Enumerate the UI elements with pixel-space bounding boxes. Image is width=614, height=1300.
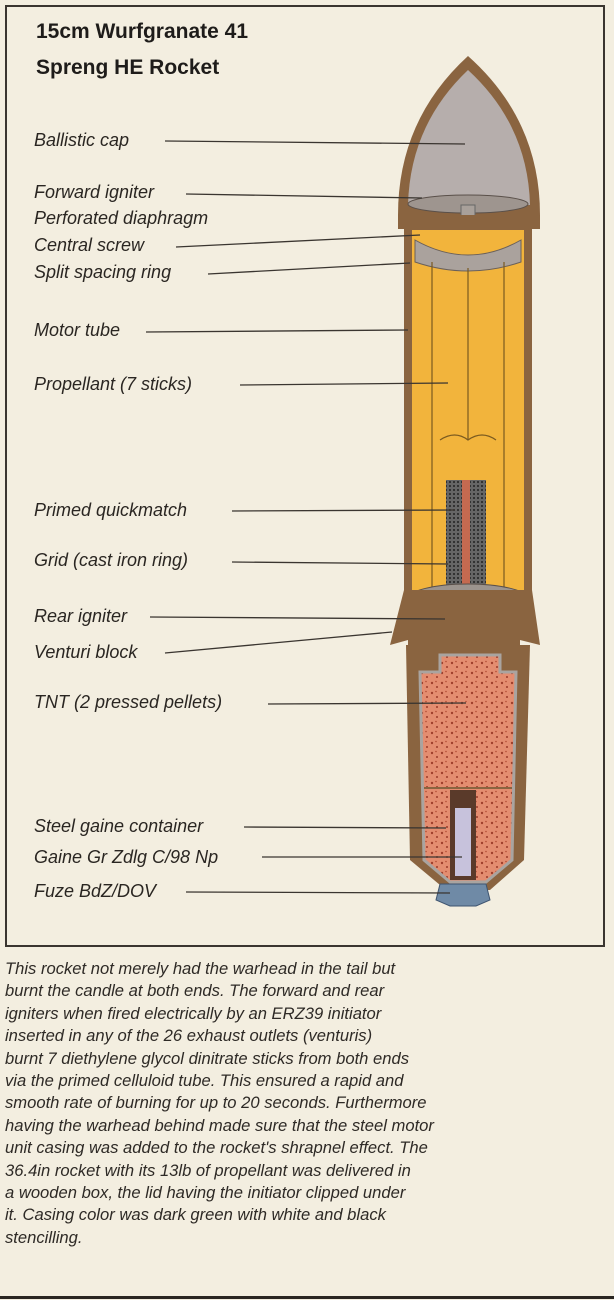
gaine: [455, 808, 471, 876]
leader-tnt: [267, 702, 467, 705]
label-steel-gaine-container: Steel gaine container: [34, 816, 204, 836]
leader-primed-quickmatch: [231, 509, 456, 512]
caption-line: burnt 7 diethylene glycol dinitrate stic…: [5, 1048, 409, 1068]
label-fuze: Fuze BdZ/DOV: [34, 881, 157, 901]
leader-rear-igniter: [149, 616, 446, 620]
diagram-title-line-2: Spreng HE Rocket: [36, 56, 220, 79]
label-primed-quickmatch: Primed quickmatch: [34, 500, 188, 520]
label-tnt: TNT (2 pressed pellets): [34, 692, 223, 712]
caption-line: it. Casing color was dark green with whi…: [5, 1205, 386, 1225]
leader-steel-gaine-container: [243, 826, 447, 829]
bottom-rule: [0, 1296, 614, 1299]
caption-line: stencilling.: [5, 1227, 83, 1247]
venturi-block: [390, 590, 540, 650]
caption-line: having the warhead behind made sure that…: [5, 1115, 434, 1135]
label-venturi-block: Venturi block: [34, 642, 138, 662]
label-propellant: Propellant (7 sticks): [34, 374, 193, 394]
fuze: [435, 883, 491, 907]
label-split-spacing-ring: Split spacing ring: [34, 262, 172, 282]
caption-line: 36.4in rocket with its 13lb of propellan…: [5, 1160, 411, 1180]
label-grid: Grid (cast iron ring): [34, 550, 189, 570]
caption-line: via the primed celluloid tube. This ensu…: [5, 1071, 404, 1091]
leader-central-screw: [175, 234, 421, 248]
tnt-charge: [418, 653, 518, 884]
leader-propellant: [239, 382, 449, 386]
diagram-frame: [5, 5, 605, 947]
leader-forward-igniter: [185, 193, 423, 199]
leader-venturi-block: [164, 631, 393, 654]
caption-line: igniters when fired electrically by an E…: [5, 1003, 382, 1023]
caption-line: a wooden box, the lid having the initiat…: [5, 1183, 406, 1203]
split-spacing-ring: [414, 239, 522, 272]
caption-line: This rocket not merely had the warhead i…: [5, 959, 396, 978]
diagram-title-line-1: 15cm Wurfgranate 41: [36, 20, 249, 43]
label-motor-tube: Motor tube: [34, 320, 121, 340]
label-gaine: Gaine Gr Zdlg C/98 Np: [34, 847, 219, 867]
caption-line: inserted in any of the 26 exhaust outlet…: [5, 1026, 373, 1046]
leader-split-spacing-ring: [207, 262, 411, 275]
caption-line: unit casing was added to the rocket's sh…: [5, 1138, 428, 1158]
rocket-cutaway-illustration: [145, 56, 540, 907]
label-forward-igniter: Forward igniter: [34, 182, 155, 202]
leader-ballistic-cap: [164, 140, 466, 145]
leader-fuze: [185, 891, 451, 894]
label-perforated-diaphragm: Perforated diaphragm: [34, 208, 209, 228]
label-central-screw: Central screw: [34, 235, 145, 255]
leader-grid: [231, 561, 449, 565]
leader-motor-tube: [145, 329, 409, 333]
caption-line: burnt the candle at both ends. The forwa…: [5, 981, 385, 1001]
propellant-sticks: [431, 262, 505, 590]
label-ballistic-cap: Ballistic cap: [34, 130, 130, 150]
label-rear-igniter: Rear igniter: [34, 606, 128, 626]
caption-text: This rocket not merely had the warhead i…: [5, 958, 609, 1249]
caption-line: smooth rate of burning for up to 20 seco…: [5, 1093, 427, 1113]
ballistic-cap: [408, 70, 530, 205]
